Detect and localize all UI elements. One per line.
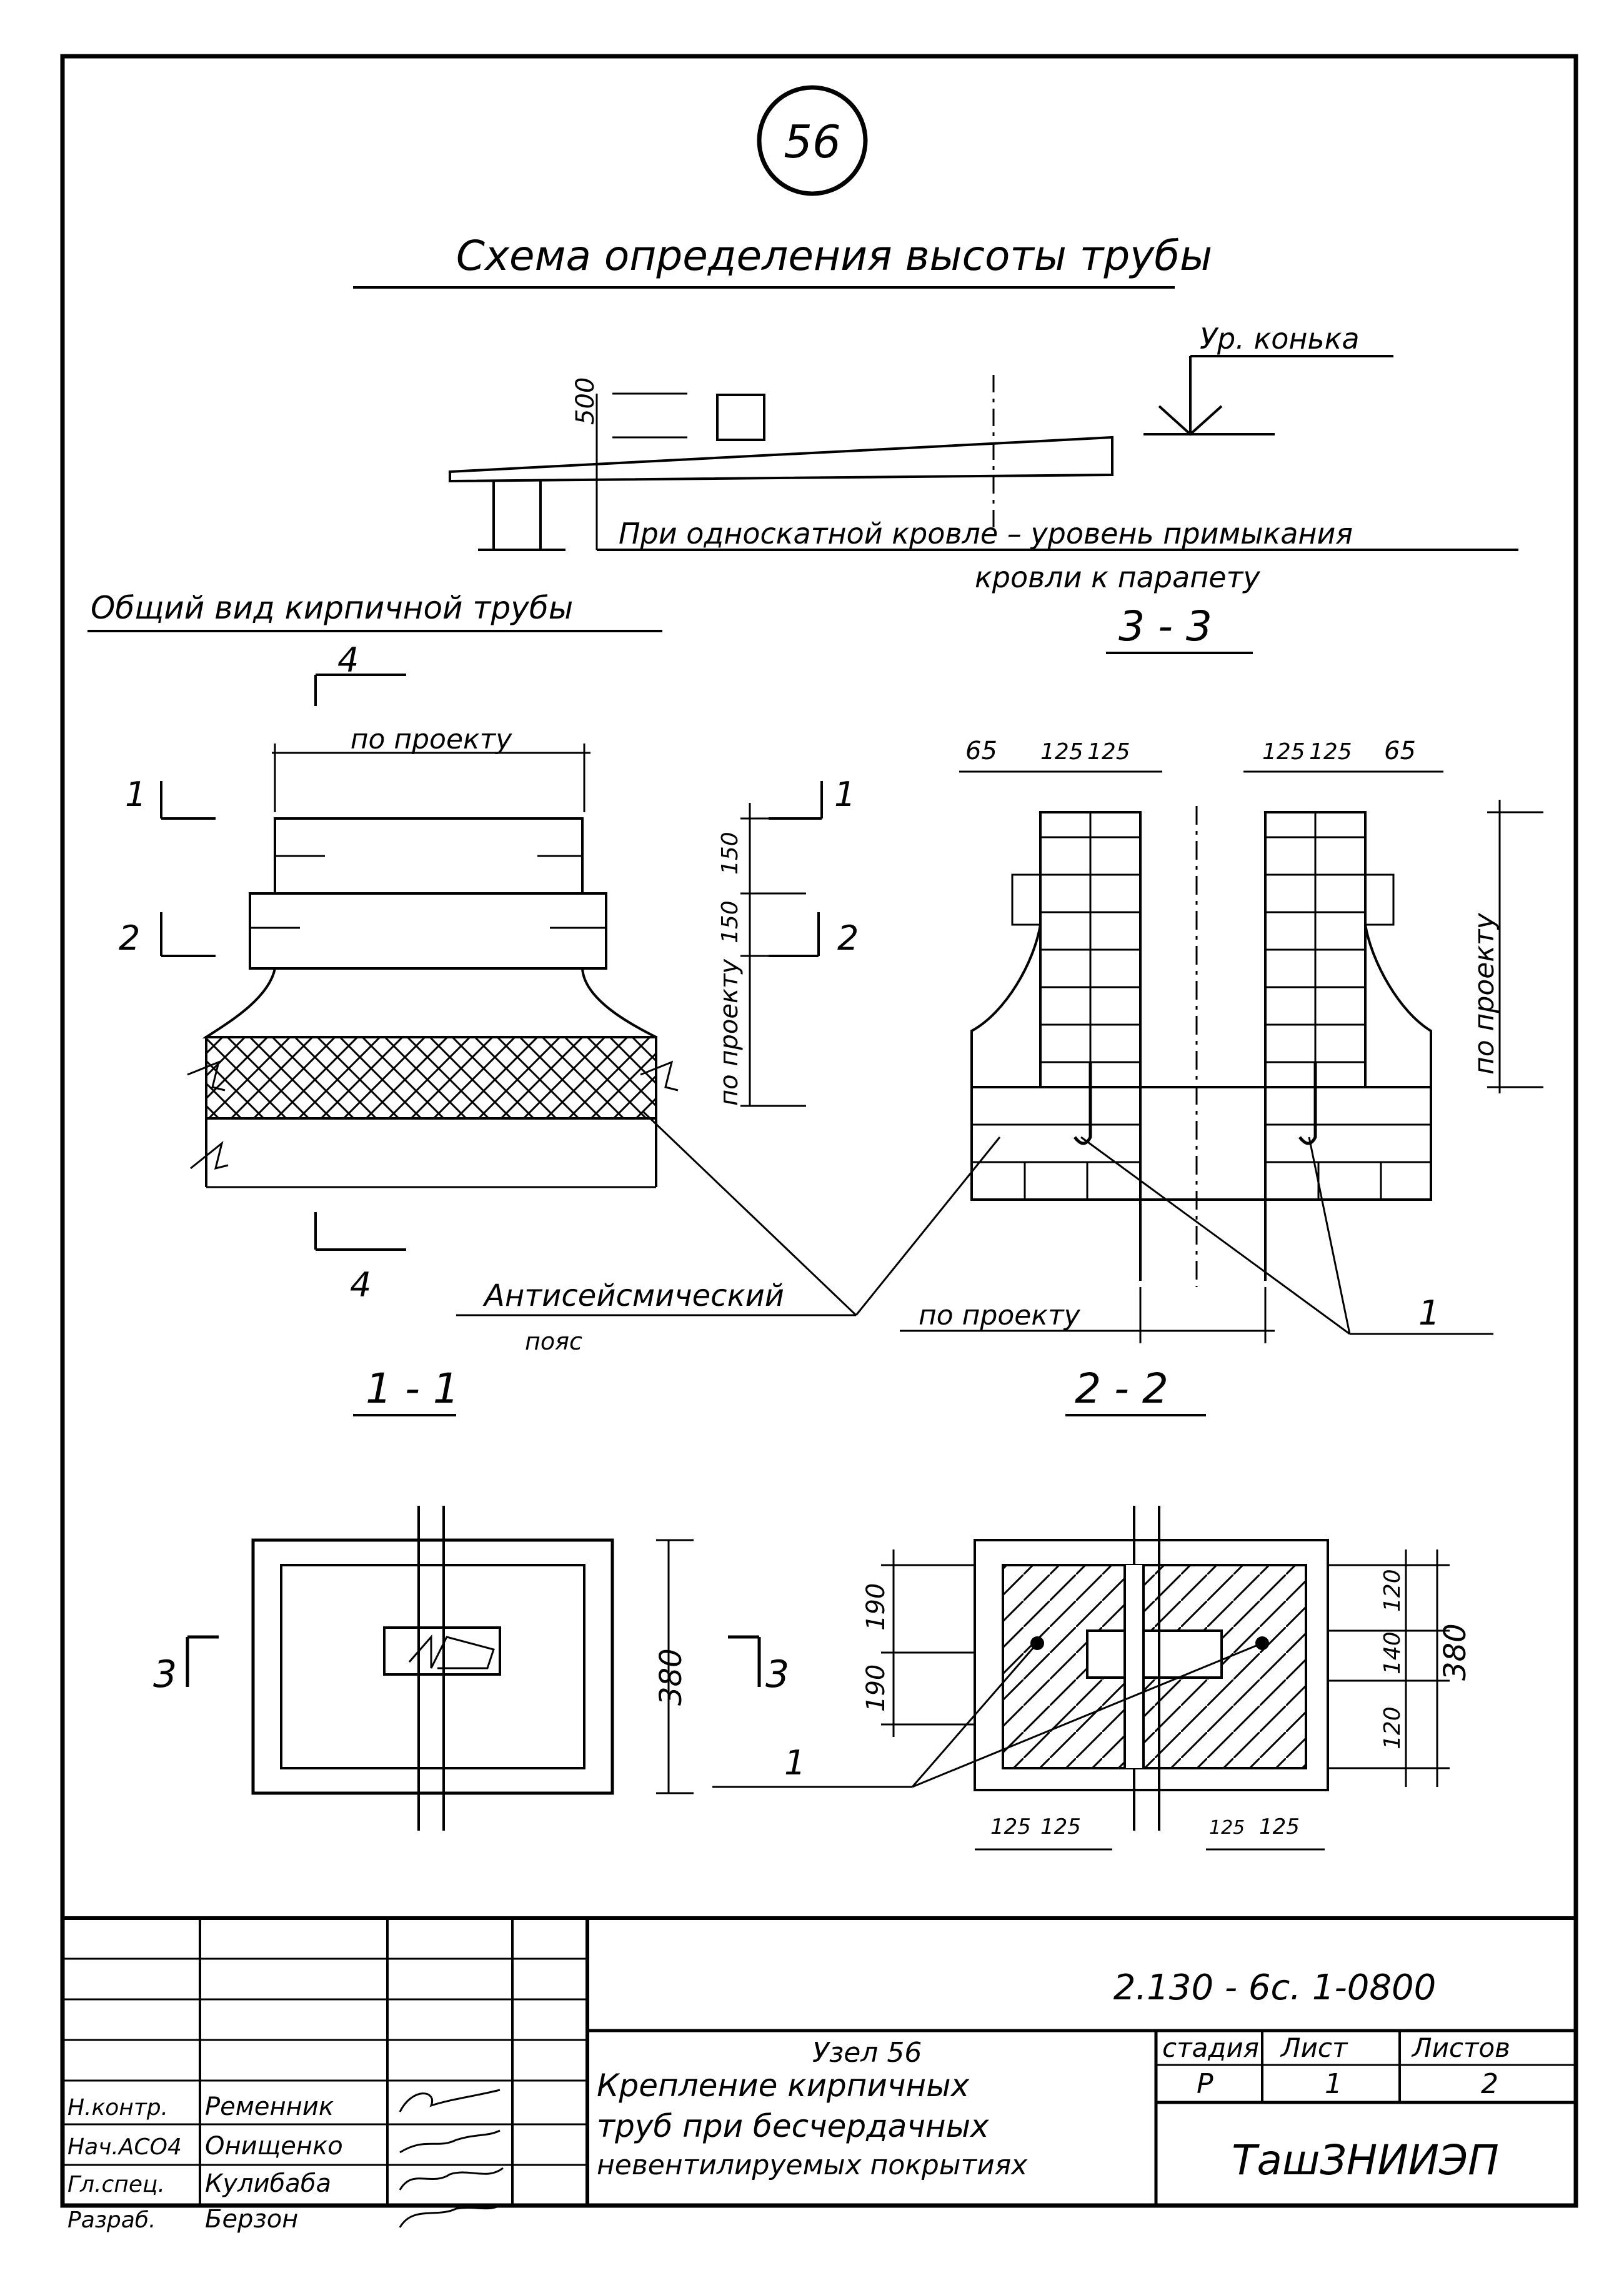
antiseismic-label-line1: Антисейсмический	[482, 1278, 784, 1313]
plan-2-2: 190 190 120 140 120 380 125 125 125 125 …	[712, 1506, 1473, 1851]
name-remennik: Ременник	[205, 2092, 334, 2121]
description-line2: труб при бесчердачных	[597, 2108, 989, 2144]
s33-height-label: по проекту	[1468, 912, 1500, 1075]
title-block: 2.130 - 6с. 1-0800 Н.контр. Нач.АСО4 Гл.…	[62, 1916, 1576, 2234]
sheet-header: Лист	[1280, 2032, 1348, 2063]
cut-1-left: 1	[125, 775, 146, 814]
plan22-dim-bottom-right-b: 125	[1259, 1814, 1300, 1839]
stage-header: стадия	[1162, 2032, 1259, 2063]
scheme-title: Схема определения высоты трубы	[456, 232, 1212, 280]
sheet-value: 1	[1325, 2068, 1342, 2100]
sheets-header: Листов	[1411, 2032, 1510, 2063]
name-onishchenko: Онищенко	[205, 2132, 343, 2161]
plan11-cut-3-left: 3	[153, 1653, 177, 1696]
node-label: Узел 56	[812, 2037, 922, 2069]
scheme-note-line2: кровли к парапету	[975, 560, 1260, 594]
height-500-label: 500	[571, 377, 600, 425]
ridge-level-label: Ур. конька	[1200, 322, 1360, 356]
node-number-badge: 56	[757, 85, 868, 196]
s33-dim-left-65: 65	[965, 737, 997, 765]
plan-1-1: 380 3 3	[153, 1506, 789, 1831]
section-2-2-title: 2 - 2	[1075, 1365, 1168, 1413]
s33-dim-left-125b: 125	[1087, 739, 1130, 765]
plan22-callout-1: 1	[784, 1743, 805, 1783]
plan22-dim-bottom-left-b: 125	[1040, 1814, 1081, 1839]
stage-value: Р	[1197, 2068, 1213, 2100]
plan11-cut-3-right: 3	[765, 1653, 789, 1696]
s33-callout-1: 1	[1418, 1293, 1440, 1333]
plan22-dim-right-120-bottom: 120	[1380, 1706, 1405, 1749]
plan22-dim-right-120-top: 120	[1380, 1569, 1405, 1612]
s33-dim-left-125a: 125	[1040, 739, 1083, 765]
plan22-dim-bottom-left-a: 125	[990, 1814, 1031, 1839]
name-berzon: Берзон	[205, 2205, 298, 2234]
role-razrab: Разраб.	[67, 2207, 156, 2233]
plan22-dim-right-140: 140	[1380, 1631, 1405, 1674]
scheme-note-line1: При односкатной кровле – уровень примыка…	[619, 517, 1353, 550]
section-1-1-title: 1 - 1	[366, 1365, 459, 1413]
section-3-3-title: 3 - 3	[1118, 602, 1212, 650]
plan22-dim-380: 380	[1438, 1623, 1473, 1681]
description-line3: невентилируемых покрытиях	[597, 2149, 1028, 2181]
cut-1-right: 1	[834, 775, 855, 814]
role-gl-spec: Гл.спец.	[67, 2172, 165, 2197]
cut-4-bottom: 4	[350, 1265, 371, 1305]
s33-dim-right-125b: 125	[1309, 739, 1352, 765]
plan11-dim-380: 380	[654, 1648, 689, 1706]
height-scheme: 500 Ур. конька При односкатной кровле – …	[449, 322, 1518, 594]
role-n-kontr: Н.контр.	[67, 2095, 168, 2121]
section-3-3: 65 125 125 125 125 65	[900, 737, 1543, 1343]
name-kulibaba: Кулибаба	[205, 2169, 331, 2198]
cut-4-top: 4	[337, 640, 359, 680]
s33-width-label: по проекту	[919, 1300, 1081, 1331]
elevation-width-label: по проекту	[351, 724, 513, 755]
node-number: 56	[784, 116, 841, 168]
general-view-title: Общий вид кирпичной трубы	[91, 590, 573, 626]
organization: ТашЗНИИЭП	[1232, 2136, 1499, 2184]
cut-2-right: 2	[837, 918, 859, 958]
elevation-height-label: по проекту	[715, 958, 744, 1106]
sheets-value: 2	[1481, 2068, 1498, 2100]
s33-dim-right-125a: 125	[1262, 739, 1305, 765]
plan22-dim-left-190-top: 190	[862, 1583, 890, 1631]
doc-code: 2.130 - 6с. 1-0800	[1113, 1967, 1437, 2008]
elevation-dim-150-mid: 150	[717, 900, 743, 943]
cut-2-left: 2	[119, 918, 140, 958]
elevation-dim-150-top: 150	[717, 832, 743, 875]
chimney-elevation: 4 по проекту 1 1 2 2	[119, 640, 1001, 1355]
signatures	[399, 2089, 504, 2228]
antiseismic-label-line2: пояс	[525, 1328, 582, 1355]
description-line1: Крепление кирпичных	[597, 2067, 970, 2104]
plan22-dim-bottom-right-a: 125	[1209, 1817, 1245, 1839]
role-nach-aso4: Нач.АСО4	[67, 2134, 182, 2160]
sheet-frame	[60, 54, 1578, 2208]
s33-dim-right-65: 65	[1384, 737, 1416, 765]
plan22-dim-left-190-bottom: 190	[862, 1664, 890, 1712]
